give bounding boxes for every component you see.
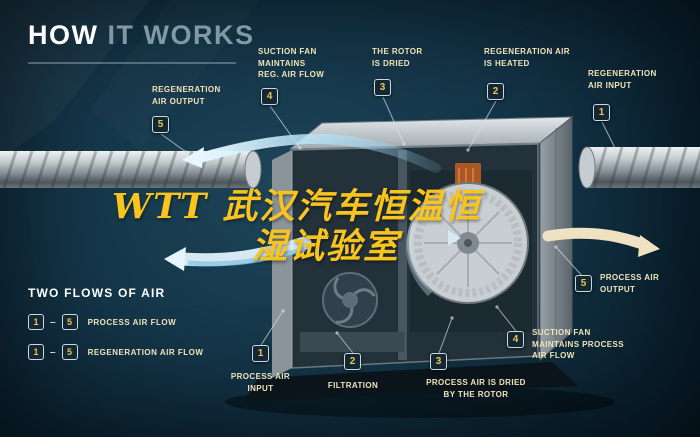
legend-dash: – bbox=[50, 346, 56, 358]
legend-dash: – bbox=[50, 316, 56, 328]
step-badge-process-3: 3 bbox=[430, 353, 447, 370]
legend-badge-regen-end: 5 bbox=[61, 344, 78, 360]
rotor bbox=[407, 182, 529, 304]
step-badge-regen-2: 2 bbox=[487, 83, 504, 100]
step-badge-regen-1: 1 bbox=[593, 104, 610, 121]
callout-process-fan-label: SUCTION FAN MAINTAINS PROCESS AIR FLOW bbox=[532, 328, 624, 361]
machine-left-edge bbox=[272, 150, 292, 378]
title-word-how: HOW bbox=[28, 20, 99, 50]
legend-label-process: PROCESS AIR FLOW bbox=[87, 317, 177, 327]
callout-rotor-dried-label: THE ROTOR IS DRIED bbox=[372, 47, 423, 68]
callout-regen-heated-label: REGENERATION AIR IS HEATED bbox=[484, 47, 570, 68]
fan bbox=[322, 272, 378, 328]
legend-badge-process-start: 1 bbox=[28, 314, 44, 330]
process-output-arrowhead bbox=[638, 235, 660, 257]
step-badge-regen-5: 5 bbox=[152, 116, 169, 133]
machine-base bbox=[244, 362, 578, 402]
callout-process-input-label: PROCESS AIR INPUT bbox=[230, 372, 291, 393]
regen-output-flow-arrow bbox=[195, 133, 441, 173]
callout-process-dried-label: PROCESS AIR IS DRIED BY THE ROTOR bbox=[426, 378, 526, 399]
legend-badge-process-end: 5 bbox=[61, 314, 78, 330]
legend-row-process: 1 – 5 PROCESS AIR FLOW bbox=[28, 314, 176, 330]
process-flow-arrowhead bbox=[164, 247, 186, 271]
legend-heading: TWO FLOWS OF AIR bbox=[28, 286, 166, 300]
step-badge-regen-4: 4 bbox=[261, 88, 278, 105]
callout-regen-fan-label: SUCTION FAN MAINTAINS REG. AIR FLOW bbox=[258, 47, 325, 80]
process-flow-ribbon bbox=[175, 236, 312, 267]
process-output-flow-arrow bbox=[542, 227, 651, 251]
connector-lines bbox=[160, 96, 618, 354]
callout-regen-output-label: REGENERATION AIR OUTPUT bbox=[152, 85, 221, 106]
step-badge-regen-3: 3 bbox=[374, 79, 391, 96]
step-badge-process-1: 1 bbox=[252, 345, 269, 362]
machine-unit bbox=[225, 115, 615, 418]
step-badge-process-2: 2 bbox=[344, 353, 361, 370]
step-badge-process-5: 5 bbox=[575, 275, 592, 292]
legend-row-regeneration: 1 – 5 REGENERATION AIR FLOW bbox=[28, 344, 203, 360]
callout-process-output-label: PROCESS AIR OUTPUT bbox=[600, 273, 660, 294]
airflow-arrows bbox=[164, 133, 660, 271]
legend-label-regeneration: REGENERATION AIR FLOW bbox=[87, 347, 204, 357]
right-duct bbox=[578, 146, 700, 189]
title-word-it-works: IT WORKS bbox=[107, 20, 255, 50]
page-title: HOW IT WORKS bbox=[28, 20, 255, 51]
regen-output-arrowhead bbox=[182, 147, 204, 168]
legend-badge-regen-start: 1 bbox=[28, 344, 44, 360]
title-divider bbox=[28, 62, 236, 64]
callout-filtration-label: FILTRATION bbox=[327, 381, 379, 390]
callout-regen-input-label: REGENERATION AIR INPUT bbox=[588, 69, 657, 90]
step-badge-process-4: 4 bbox=[507, 331, 524, 348]
